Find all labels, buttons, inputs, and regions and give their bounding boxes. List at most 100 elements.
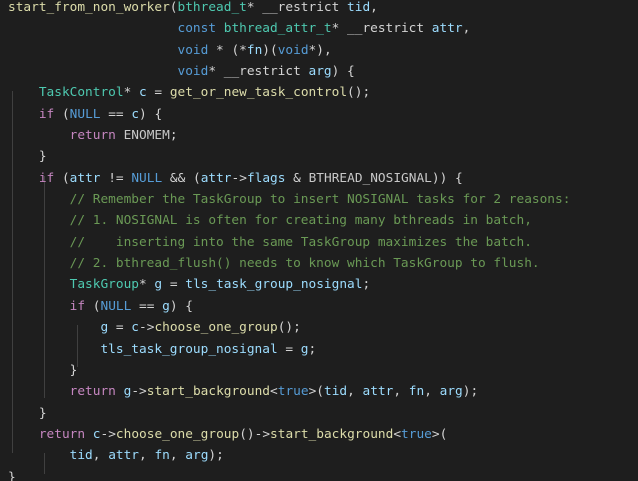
code-line: return ENOMEM; [8,125,570,146]
code-token-default [8,192,70,207]
code-line: // inserting into the same TaskGroup max… [8,232,570,253]
code-token-default [116,384,124,399]
code-token-default: ()-> [239,426,271,442]
code-line: if (attr != NULL && (attr->flags & BTHRE… [8,168,570,189]
code-token-default: = [162,277,186,293]
code-token-function: get_or_new_task_control [169,85,348,101]
code-token-default: , [462,21,471,37]
code-token-parameter: attr [362,384,394,400]
code-token-default: ( [54,106,70,122]
code-token-keyword: true [277,384,309,400]
code-token-default: = [108,320,132,336]
code-token-default: * [123,85,139,101]
code-token-comment: // Remember the TaskGroup to insert NOSI… [69,192,571,208]
indent-guide [77,325,78,367]
code-token-default: = [146,85,170,101]
code-token-default: (); [347,85,371,101]
code-token-parameter: tls_task_group_nosignal [100,341,278,357]
code-token-keyword: void [177,42,209,58]
code-token-function: choose_one_group [115,426,240,442]
code-token-default: , [370,0,378,15]
code-token-function: start_background [270,426,394,442]
code-token-default: * (* [208,42,247,58]
code-token-keyword: true [401,426,432,442]
code-token-default [8,85,39,100]
code-token-default [85,427,93,442]
code-token-default: >( [431,426,448,442]
code-token-keyword: NULL [100,298,132,314]
code-token-control: return [69,384,116,400]
code-line: } [8,403,570,424]
code-token-parameter: c [139,85,147,101]
code-token-default: == [131,298,163,314]
code-token-default: & [285,170,309,186]
code-token-parameter: g [100,320,109,336]
code-view[interactable]: start_from_non_worker(bthread_t* __restr… [8,0,570,481]
code-token-parameter: flags [246,170,286,186]
code-line: // 1. NOSIGNAL is often for creating man… [8,210,570,231]
code-token-default [8,299,70,314]
code-token-default: } [8,362,78,378]
code-token-default: = [277,341,301,357]
code-token-default [8,320,100,335]
code-token-default: && ( [162,170,201,186]
code-token-default: , [169,448,186,464]
code-token-default [8,256,70,271]
code-token-default: ); [462,384,479,400]
code-token-function: choose_one_group [154,320,278,336]
code-token-function: start_background [146,384,271,400]
code-token-default [8,342,100,357]
code-token-type: bthread_t [177,0,247,15]
code-line: if (NULL == g) { [8,296,570,317]
code-token-default: ; [169,128,178,144]
code-token-default: , [139,448,155,464]
code-token-parameter: attr [108,448,140,464]
code-token-parameter: g [154,277,163,293]
code-token-default: -> [131,384,147,400]
code-token-default [8,235,70,250]
code-token-parameter: tls_task_group_nosignal [185,277,363,293]
code-token-parameter: tid [323,384,348,400]
code-line: return c->choose_one_group()->start_back… [8,424,570,445]
code-line: g = c->choose_one_group(); [8,317,570,338]
code-token-type: TaskControl [38,85,124,101]
code-token-parameter: arg [308,64,332,80]
code-token-default: , [92,448,109,464]
code-token-default: ); [208,448,224,464]
code-token-parameter: attr [431,21,463,37]
code-token-default: == [100,106,132,122]
code-token-keyword: const [177,21,217,37]
code-token-type: TaskGroup [69,277,139,293]
code-token-parameter: c [131,106,140,122]
code-token-macro: BTHREAD_NOSIGNAL [308,170,432,186]
code-token-parameter: c [92,426,101,442]
code-line: } [8,146,570,167]
code-token-control: return [38,426,86,442]
code-token-default: < [270,384,278,400]
code-token-parameter: arg [439,384,463,400]
code-token-default: < [393,426,402,442]
code-token-default [8,107,39,122]
code-line: // 2. bthread_flush() needs to know whic… [8,253,570,274]
code-line: } [8,360,570,381]
code-token-default: ; [362,277,371,293]
code-token-parameter: fn [154,448,170,464]
code-token-default: ) { [169,298,193,314]
code-token-default: -> [231,170,247,186]
code-token-comment: // 1. NOSIGNAL is often for creating man… [69,213,532,229]
code-token-default: } [8,469,16,481]
code-token-function: start_from_non_worker [8,0,170,15]
indent-guide [44,453,45,474]
code-token-parameter: g [162,298,170,314]
code-token-default: >( [308,384,324,400]
code-token-parameter: fn [408,384,425,400]
code-line: } [8,467,570,481]
code-token-parameter: arg [185,448,209,464]
code-token-default: ; [308,341,317,357]
code-token-default: -> [100,426,116,442]
code-token-parameter: g [300,341,309,357]
code-token-type: bthread_attr_t [223,21,332,37]
code-line: void * (*fn)(void*), [8,40,570,61]
code-token-comment: // 2. bthread_flush() needs to know whic… [69,256,540,272]
